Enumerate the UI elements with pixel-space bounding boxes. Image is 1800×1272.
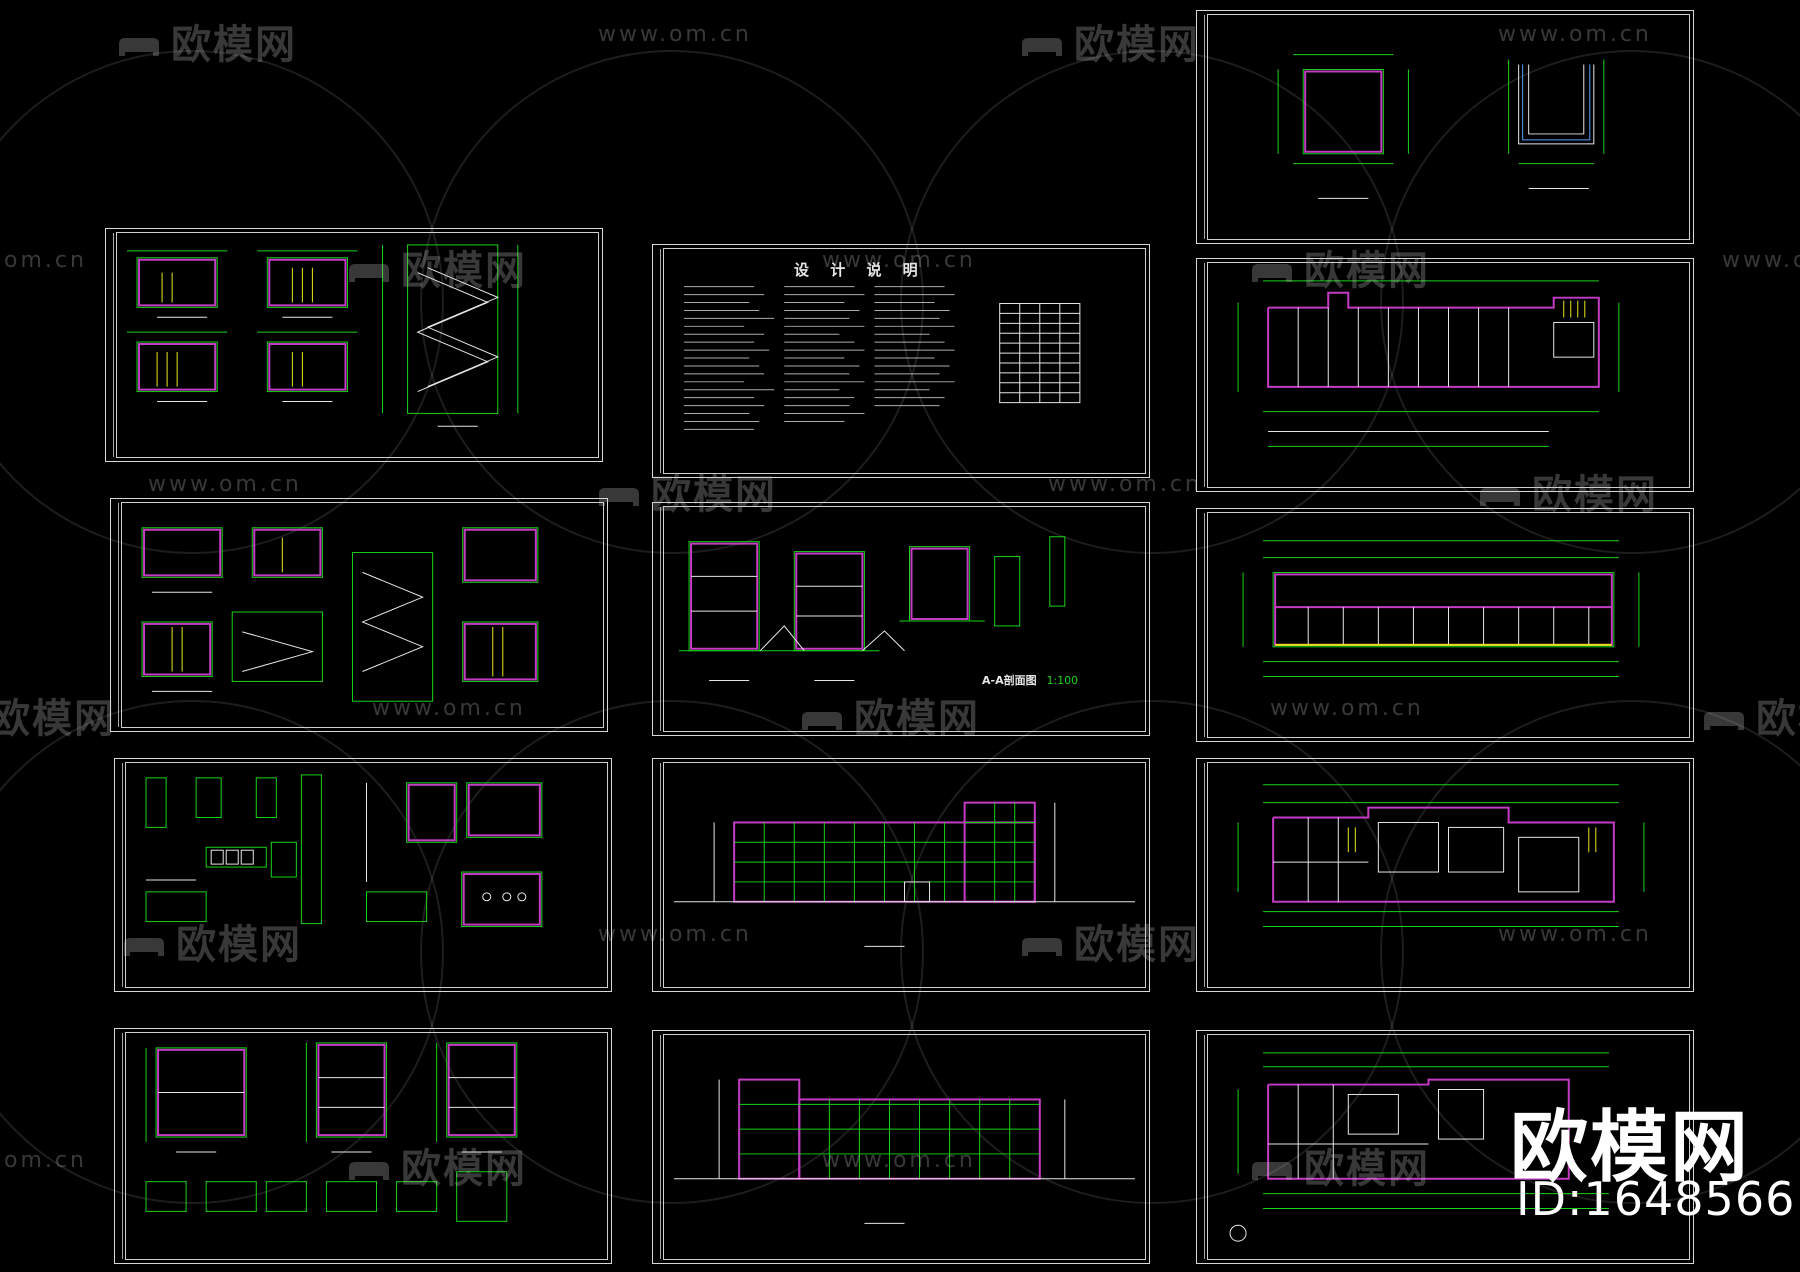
watermark-logo: 欧模网: [1018, 912, 1200, 970]
section-label: A-A剖面图: [982, 674, 1037, 687]
watermark-logo: 欧模网: [1476, 462, 1658, 520]
watermark-url: om.cn: [4, 248, 87, 273]
drawing-sheet-section-aa: A-A剖面图 1:100: [652, 502, 1150, 736]
corner-logo: 欧模网: [1510, 1103, 1751, 1193]
sofa-icon: [349, 264, 389, 282]
watermark-url: www.om.cn: [1722, 248, 1800, 273]
watermark-logo: 欧模网: [595, 462, 777, 520]
watermark-url: om.cn: [4, 1148, 87, 1173]
watermark-url: www.om.cn: [598, 22, 752, 47]
watermark-url: www.om.cn: [1048, 472, 1202, 497]
drawing-sheet-sections: [114, 1028, 612, 1264]
watermark-logo: 欧模网: [1018, 12, 1200, 70]
drawing-sheet-elevation-2: [652, 1030, 1150, 1264]
watermark-url: www.om.cn: [1498, 22, 1652, 47]
drawing-sheet-plan-2: [1196, 508, 1694, 742]
watermark-logo: 欧模网: [1248, 1136, 1430, 1194]
watermark-url: www.om.cn: [1498, 922, 1652, 947]
watermark-url: www.om.cn: [1270, 696, 1424, 721]
watermark-logo: 欧模网: [798, 686, 980, 744]
watermark-logo: 欧模网: [1248, 238, 1430, 296]
sofa-icon: [1252, 1162, 1292, 1180]
sofa-icon: [1252, 264, 1292, 282]
sofa-icon: [802, 712, 842, 730]
sofa-icon: [349, 1162, 389, 1180]
drawing-sheet-plan-4: [1196, 1030, 1694, 1264]
watermark-url: www.om.cn: [598, 922, 752, 947]
sofa-icon: [599, 488, 639, 506]
drawing-sheet-stair-plans-1: [105, 228, 603, 462]
watermark-url: www.om.cn: [822, 248, 976, 273]
watermark-logo: 欧模网: [1700, 686, 1800, 744]
design-notes-title: 设 计 说 明: [794, 261, 926, 279]
sofa-icon: [124, 938, 164, 956]
watermark-logo: 欧模网: [345, 238, 527, 296]
sofa-icon: [1480, 488, 1520, 506]
drawing-sheet-elevation-1: [652, 758, 1150, 992]
watermark-logo: 欧模网: [345, 1136, 527, 1194]
watermark-url: www.om.cn: [822, 1148, 976, 1173]
drawing-sheet-design-notes: 设 计 说 明: [652, 244, 1150, 478]
watermark-logo: 欧模网: [115, 12, 297, 70]
watermark-url: www.om.cn: [372, 696, 526, 721]
watermark-logo: 欧模网: [120, 912, 302, 970]
drawing-sheet-small-plans: [1196, 10, 1694, 244]
drawing-sheet-details: [114, 758, 612, 992]
sofa-icon: [1704, 712, 1744, 730]
sofa-icon: [1022, 938, 1062, 956]
watermark-url: www.om.cn: [148, 472, 302, 497]
drawing-sheet-plan-3: [1196, 758, 1694, 992]
corner-id: ID:1648566: [1516, 1172, 1796, 1226]
section-scale: 1:100: [1046, 674, 1079, 687]
watermark-logo: 欧模网: [0, 696, 116, 742]
drawing-sheet-plan-1: [1196, 258, 1694, 492]
sofa-icon: [1022, 38, 1062, 56]
drawing-sheet-stair-plans-2: [110, 498, 608, 732]
sofa-icon: [119, 38, 159, 56]
